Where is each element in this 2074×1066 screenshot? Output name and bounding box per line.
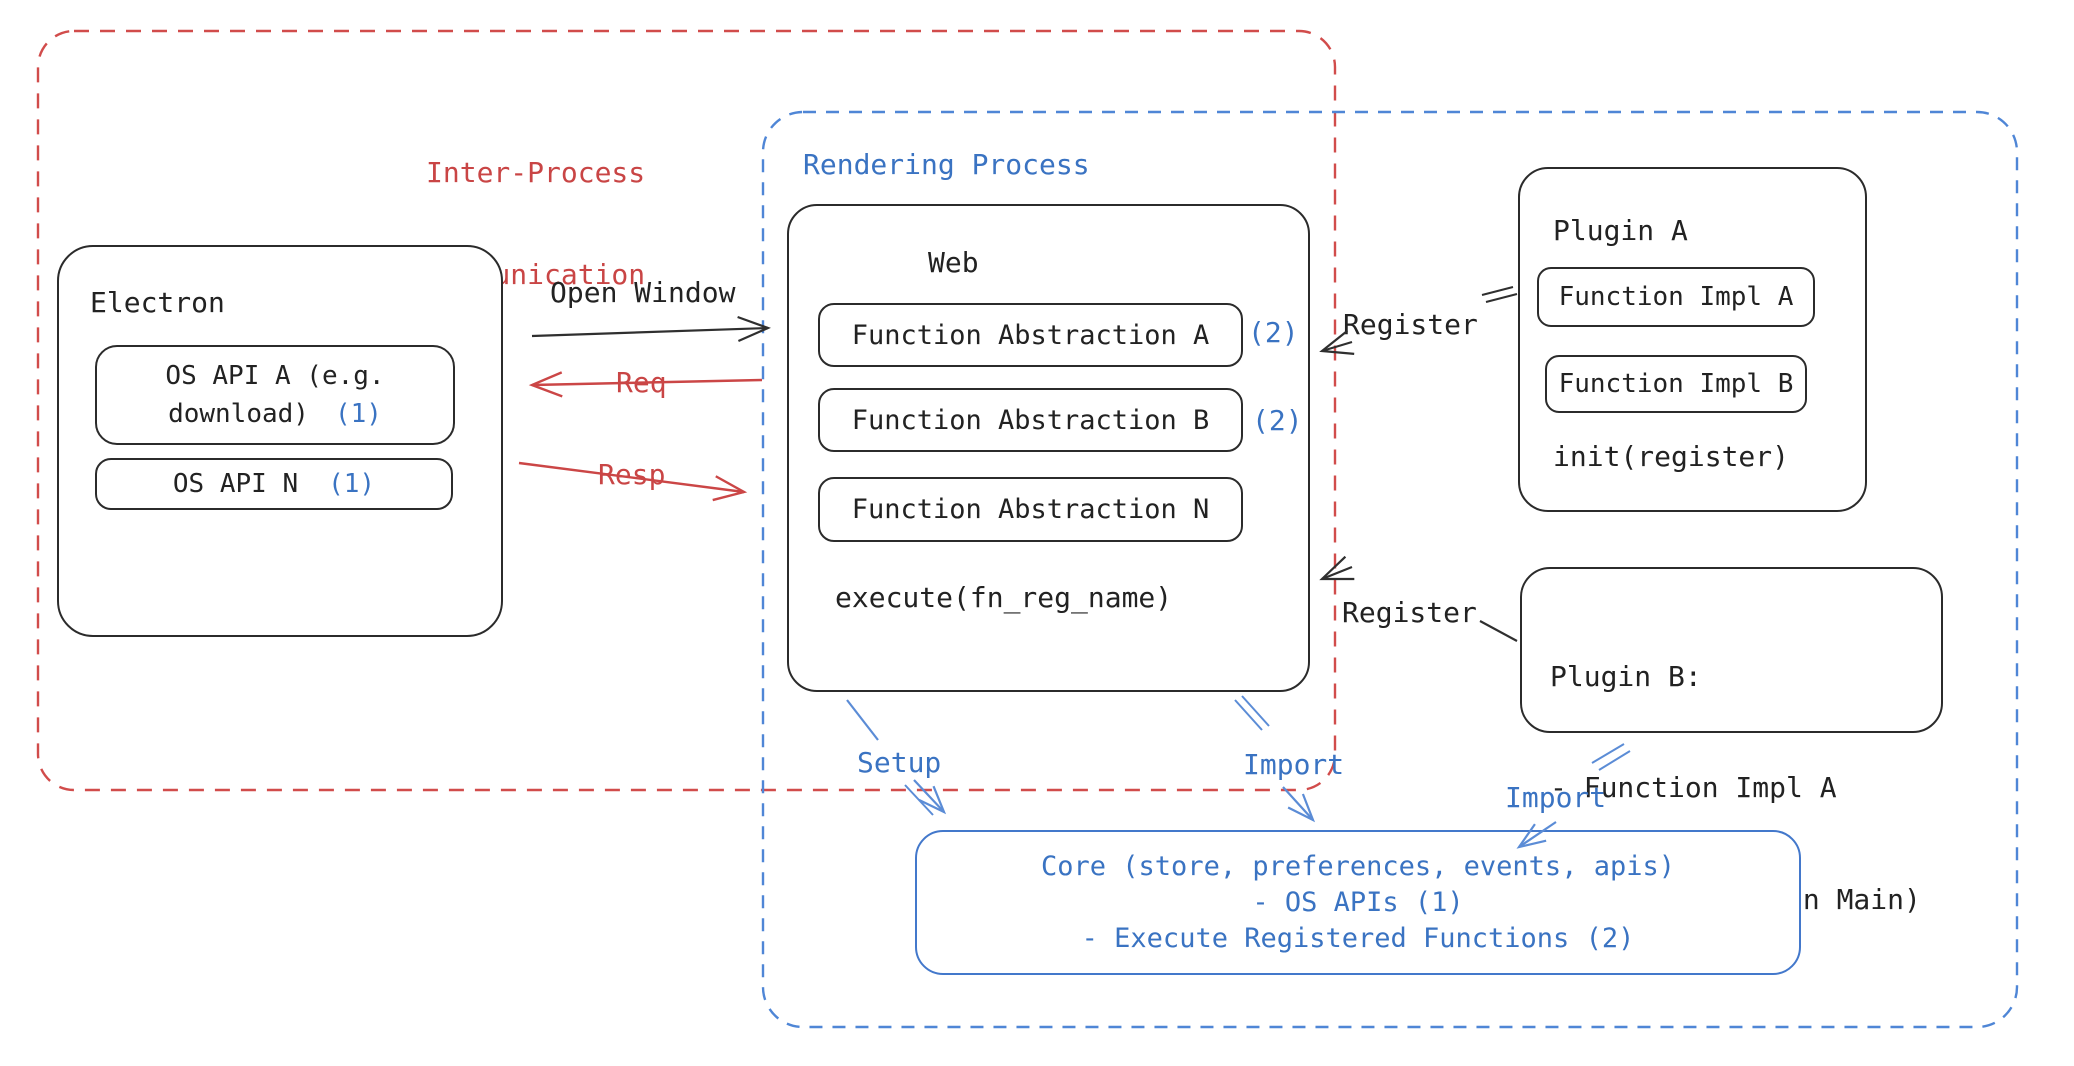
function-abstraction-b-label: Function Abstraction B	[851, 404, 1210, 436]
resp-label: Resp	[598, 458, 666, 491]
function-impl-a-box: Function Impl A	[1537, 267, 1815, 327]
function-impl-a-label: Function Impl A	[1558, 282, 1794, 312]
function-impl-b-label: Function Impl B	[1558, 369, 1794, 399]
os-api-n-badge: (1)	[328, 469, 376, 499]
core-line-2: - OS APIs (1)	[1252, 886, 1464, 918]
function-abstraction-n-label: Function Abstraction N	[851, 494, 1210, 525]
os-api-n-label: OS API N	[172, 469, 299, 499]
setup-arrow	[913, 779, 947, 815]
import-2-label: Import	[1505, 781, 1607, 814]
fa-b-badge: (2)	[1252, 404, 1303, 437]
os-api-a-badge: (1)	[334, 399, 382, 429]
plugin-b-title: Plugin B:	[1550, 660, 1702, 694]
core-line-1: Core (store, preferences, events, apis)	[1041, 850, 1675, 882]
setup-arrow-shadow	[904, 784, 934, 816]
electron-title: Electron	[90, 286, 225, 319]
plugin-b-item-1: - Function Impl A	[1550, 771, 1837, 805]
req-label: Req	[616, 366, 667, 399]
core-line-3: - Execute Registered Functions (2)	[1081, 922, 1635, 954]
register-1-label: Register	[1343, 308, 1478, 341]
register-2-arrow	[1319, 555, 1355, 581]
init-register-label: init(register)	[1553, 440, 1790, 473]
os-api-a-line2-text: download)	[168, 399, 309, 429]
setup-line	[846, 699, 879, 741]
execute-label: execute(fn_reg_name)	[835, 581, 1173, 614]
fa-a-badge: (2)	[1248, 316, 1299, 349]
rendering-label: Rendering Process	[803, 148, 1090, 181]
function-impl-b-box: Function Impl B	[1545, 355, 1807, 413]
function-abstraction-a-box: Function Abstraction A	[818, 303, 1243, 367]
function-abstraction-n-box: Function Abstraction N	[818, 477, 1243, 542]
register-1-tick	[1481, 286, 1518, 303]
import-1-arrow	[1282, 786, 1316, 823]
core-box: Core (store, preferences, events, apis) …	[915, 830, 1801, 975]
import-1-line	[1234, 695, 1270, 731]
function-abstraction-b-box: Function Abstraction B	[818, 388, 1243, 452]
os-api-a-line2: download) (1)	[168, 395, 382, 433]
register-2-label: Register	[1342, 596, 1477, 629]
register-2-tick	[1479, 620, 1518, 642]
function-abstraction-a-label: Function Abstraction A	[851, 319, 1210, 351]
open-window-label: Open Window	[550, 276, 736, 309]
os-api-n-box: OS API N (1)	[95, 458, 453, 510]
web-title: Web	[928, 246, 979, 279]
ipc-label-line1: Inter-Process	[426, 156, 646, 189]
plugin-a-box	[1518, 167, 1867, 512]
os-api-a-box: OS API A (e.g. download) (1)	[95, 345, 455, 445]
plugin-b-box	[1520, 567, 1943, 733]
register-1-arrow	[1319, 330, 1355, 355]
os-api-a-line1: OS API A (e.g.	[165, 361, 385, 391]
plugin-a-title: Plugin A	[1553, 214, 1688, 247]
import-1-label: Import	[1243, 748, 1345, 781]
setup-label: Setup	[857, 746, 942, 779]
